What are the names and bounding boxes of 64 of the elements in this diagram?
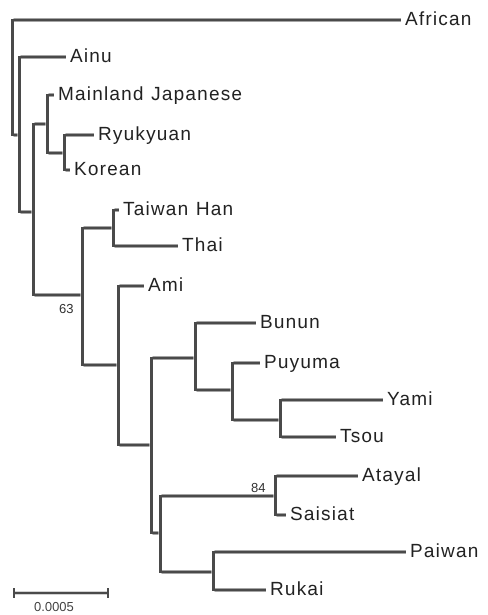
bootstrap-value: 63 [59, 302, 74, 315]
taxon-label: Saisiat [290, 505, 356, 525]
branch-node-bar [158, 495, 162, 573]
taxon-label: Atayal [362, 466, 422, 486]
tree-branch [196, 388, 230, 392]
tree-branch [66, 168, 70, 172]
tree-branch [152, 356, 194, 360]
taxon-label: Mainland Japanese [58, 85, 244, 105]
tree-branch [162, 570, 212, 574]
branch-node-bar [112, 209, 114, 247]
tree-branch [196, 322, 256, 324]
tree-branch [214, 550, 406, 554]
branch-node-bar [10, 19, 14, 136]
tree-branch [48, 94, 54, 96]
branch-node-bar [32, 123, 34, 296]
tree-branch [20, 56, 66, 58]
branch-node-bar [212, 551, 214, 591]
tree-branch [48, 152, 62, 154]
tree-branch [120, 444, 150, 446]
branch-node-bar [80, 227, 84, 366]
taxon-label: Tsou [340, 427, 385, 447]
taxon-label: Paiwan [410, 542, 480, 562]
branch-node-bar [194, 322, 196, 391]
taxon-label: Yami [387, 390, 434, 410]
taxon-label: Rukai [270, 580, 325, 600]
tree-branch [282, 436, 336, 438]
scale-value: 0.0005 [34, 600, 74, 613]
taxon-label: Ami [148, 276, 184, 296]
tree-branch [114, 208, 119, 212]
taxon-label: Bunun [260, 313, 321, 333]
taxon-label: Puyuma [264, 353, 341, 373]
tree-branch [234, 418, 278, 422]
tree-branch [14, 134, 18, 136]
taxon-label: Korean [74, 160, 142, 180]
tree-branch [34, 294, 80, 296]
tree-branch [34, 122, 46, 126]
taxon-label: African [405, 10, 473, 30]
taxon-label: Taiwan Han [123, 200, 234, 220]
branch-node-bar [18, 56, 20, 213]
bootstrap-value: 84 [251, 481, 266, 494]
tree-branch [214, 588, 266, 592]
branch-node-bar [230, 362, 234, 421]
branch-node-bar [278, 399, 282, 438]
tree-branch [114, 244, 178, 248]
tree-branch [20, 210, 32, 214]
tree-branch [14, 18, 401, 22]
tree-branch [152, 532, 158, 534]
tree-branch [84, 364, 116, 366]
tree-branch [84, 226, 112, 230]
branch-node-bar [46, 94, 48, 154]
tree-branch [162, 494, 274, 498]
tree-branch [282, 398, 383, 402]
tree-branch [66, 134, 94, 136]
tree-branch [120, 284, 144, 288]
branch-node-bar [116, 285, 120, 446]
taxon-label: Thai [182, 236, 224, 256]
branch-node-bar [274, 475, 276, 516]
branch-node-bar [150, 357, 152, 534]
tree-branch [276, 514, 286, 516]
taxon-label: Ainu [70, 47, 113, 67]
tree-branch [276, 474, 358, 478]
tree-branch [234, 362, 260, 364]
branch-node-bar [62, 134, 66, 171]
taxon-label: Ryukyuan [98, 125, 192, 145]
